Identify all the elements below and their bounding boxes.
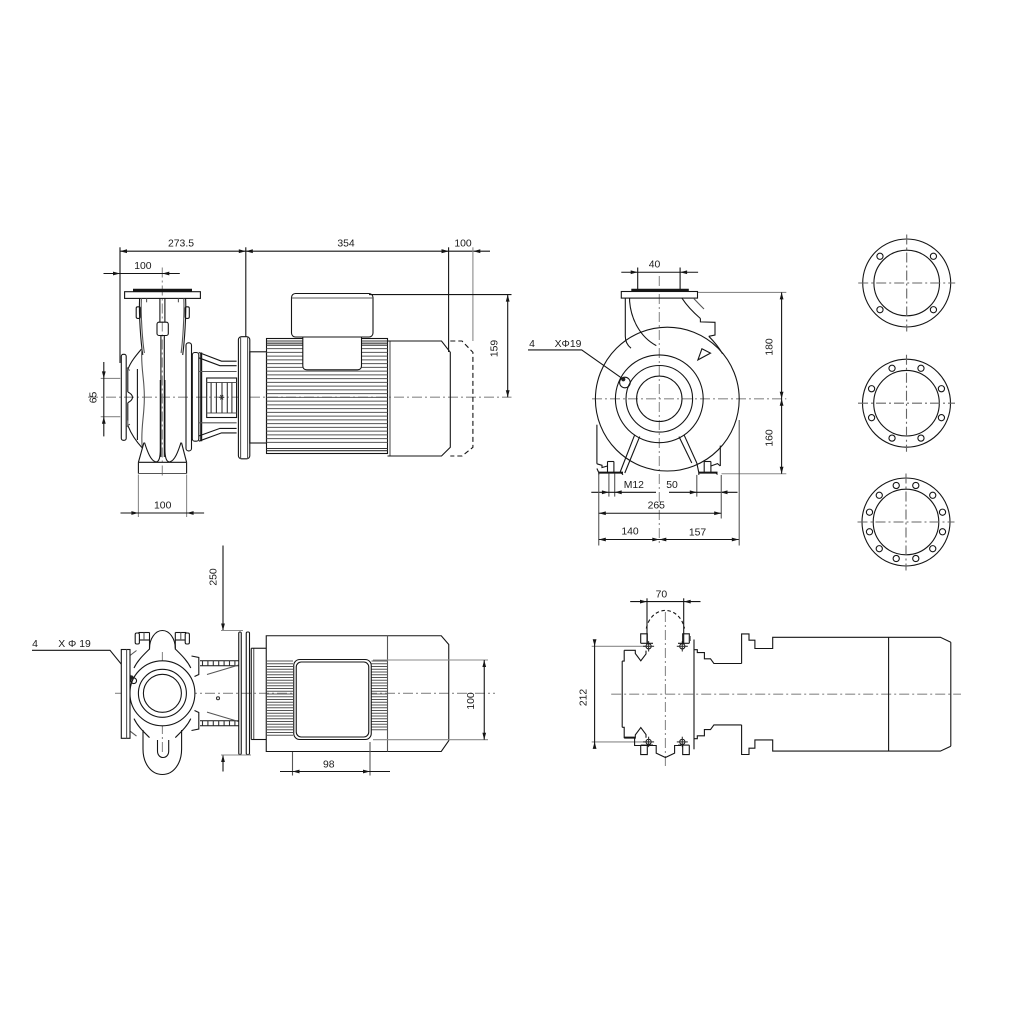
- svg-text:354: 354: [337, 239, 355, 250]
- svg-text:160: 160: [765, 429, 776, 447]
- svg-text:159: 159: [490, 340, 501, 358]
- svg-text:XΦ19: XΦ19: [555, 339, 582, 350]
- svg-text:M12: M12: [624, 480, 644, 491]
- svg-text:100: 100: [154, 501, 172, 512]
- svg-text:250: 250: [209, 568, 220, 586]
- svg-text:100: 100: [466, 692, 477, 710]
- svg-text:157: 157: [689, 528, 707, 539]
- svg-text:265: 265: [648, 501, 666, 512]
- svg-text:70: 70: [656, 589, 668, 600]
- svg-text:4: 4: [32, 639, 38, 650]
- svg-text:180: 180: [765, 338, 776, 356]
- svg-text:40: 40: [649, 260, 661, 271]
- svg-text:100: 100: [454, 239, 472, 250]
- svg-text:X Φ 19: X Φ 19: [58, 639, 91, 650]
- svg-text:98: 98: [323, 760, 335, 771]
- svg-text:4: 4: [529, 339, 535, 350]
- svg-text:65: 65: [89, 392, 100, 404]
- svg-text:50: 50: [666, 480, 678, 491]
- svg-text:212: 212: [579, 689, 590, 707]
- svg-text:100: 100: [134, 261, 152, 272]
- svg-text:140: 140: [621, 527, 639, 538]
- svg-text:273.5: 273.5: [168, 239, 194, 250]
